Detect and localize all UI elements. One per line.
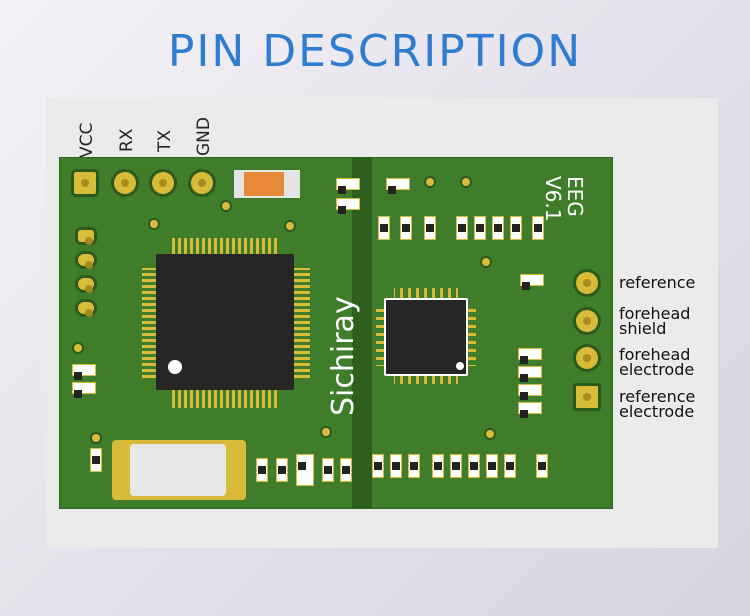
pcb-board: Sichiray EEG V6.1 (60, 158, 612, 508)
vcc-pad (74, 172, 96, 194)
forehead-shield-pad (576, 310, 598, 332)
capacitor (234, 170, 300, 198)
via (322, 428, 330, 436)
resistor (520, 274, 544, 290)
model-label: EEG V6.1 (541, 176, 587, 222)
resistor (486, 454, 498, 478)
via (74, 344, 82, 352)
resistor (456, 216, 468, 240)
resistor (518, 402, 542, 418)
resistor (390, 454, 402, 478)
resistor (378, 216, 390, 240)
resistor (408, 454, 420, 478)
pin-label-gnd: GND (194, 117, 214, 156)
resistor (510, 216, 522, 240)
reference-electrode-pad (576, 386, 598, 408)
side-pin-label-reference: reference (619, 273, 696, 292)
forehead-electrode-pad (576, 347, 598, 369)
via (486, 430, 494, 438)
header-pad (78, 254, 94, 269)
resistor (450, 454, 462, 478)
model-name: EEG (563, 176, 587, 217)
resistor (340, 458, 352, 482)
resistor (322, 458, 334, 482)
via (286, 222, 294, 230)
ground-strip (352, 158, 372, 508)
header-pad (78, 230, 94, 245)
resistor (492, 216, 504, 240)
resistor (518, 366, 542, 382)
resistor (432, 454, 444, 478)
adc-chip (376, 288, 476, 384)
header-pad (78, 302, 94, 317)
pin-label-vcc: VCC (77, 122, 97, 158)
resistor (256, 458, 268, 482)
gnd-pad (191, 172, 213, 194)
resistor (372, 454, 384, 478)
resistor (386, 178, 410, 194)
via (426, 178, 434, 186)
tx-pad (152, 172, 174, 194)
label-line: forehead (619, 345, 691, 364)
label-line: forehead (619, 304, 691, 323)
via (462, 178, 470, 186)
resistor (72, 382, 96, 398)
label-line: electrode (619, 402, 695, 421)
resistor (400, 216, 412, 240)
crystal (112, 440, 246, 500)
resistor (536, 454, 548, 478)
reference-pad (576, 272, 598, 294)
mcu-chip (142, 238, 310, 408)
label-line: reference (619, 387, 696, 406)
resistor (276, 458, 288, 482)
label-line: reference (619, 273, 696, 292)
model-version: V6.1 (541, 176, 565, 222)
pin-label-rx: RX (117, 128, 137, 152)
label-line: electrode (619, 360, 695, 379)
header-pad (78, 278, 94, 293)
resistor (532, 216, 544, 240)
capacitor (296, 454, 314, 486)
resistor (518, 348, 542, 364)
via (92, 434, 100, 442)
pin-label-tx: TX (155, 129, 175, 152)
resistor (504, 454, 516, 478)
resistor (90, 448, 102, 472)
rx-pad (114, 172, 136, 194)
label-line: shield (619, 319, 667, 338)
resistor (424, 216, 436, 240)
resistor (336, 198, 360, 214)
resistor (72, 364, 96, 380)
brand-label: Sichiray (326, 296, 361, 416)
via (150, 220, 158, 228)
via (482, 258, 490, 266)
resistor (336, 178, 360, 194)
resistor (468, 454, 480, 478)
via (222, 202, 230, 210)
resistor (474, 216, 486, 240)
page-title: PIN DESCRIPTION (167, 26, 583, 77)
resistor (518, 384, 542, 400)
